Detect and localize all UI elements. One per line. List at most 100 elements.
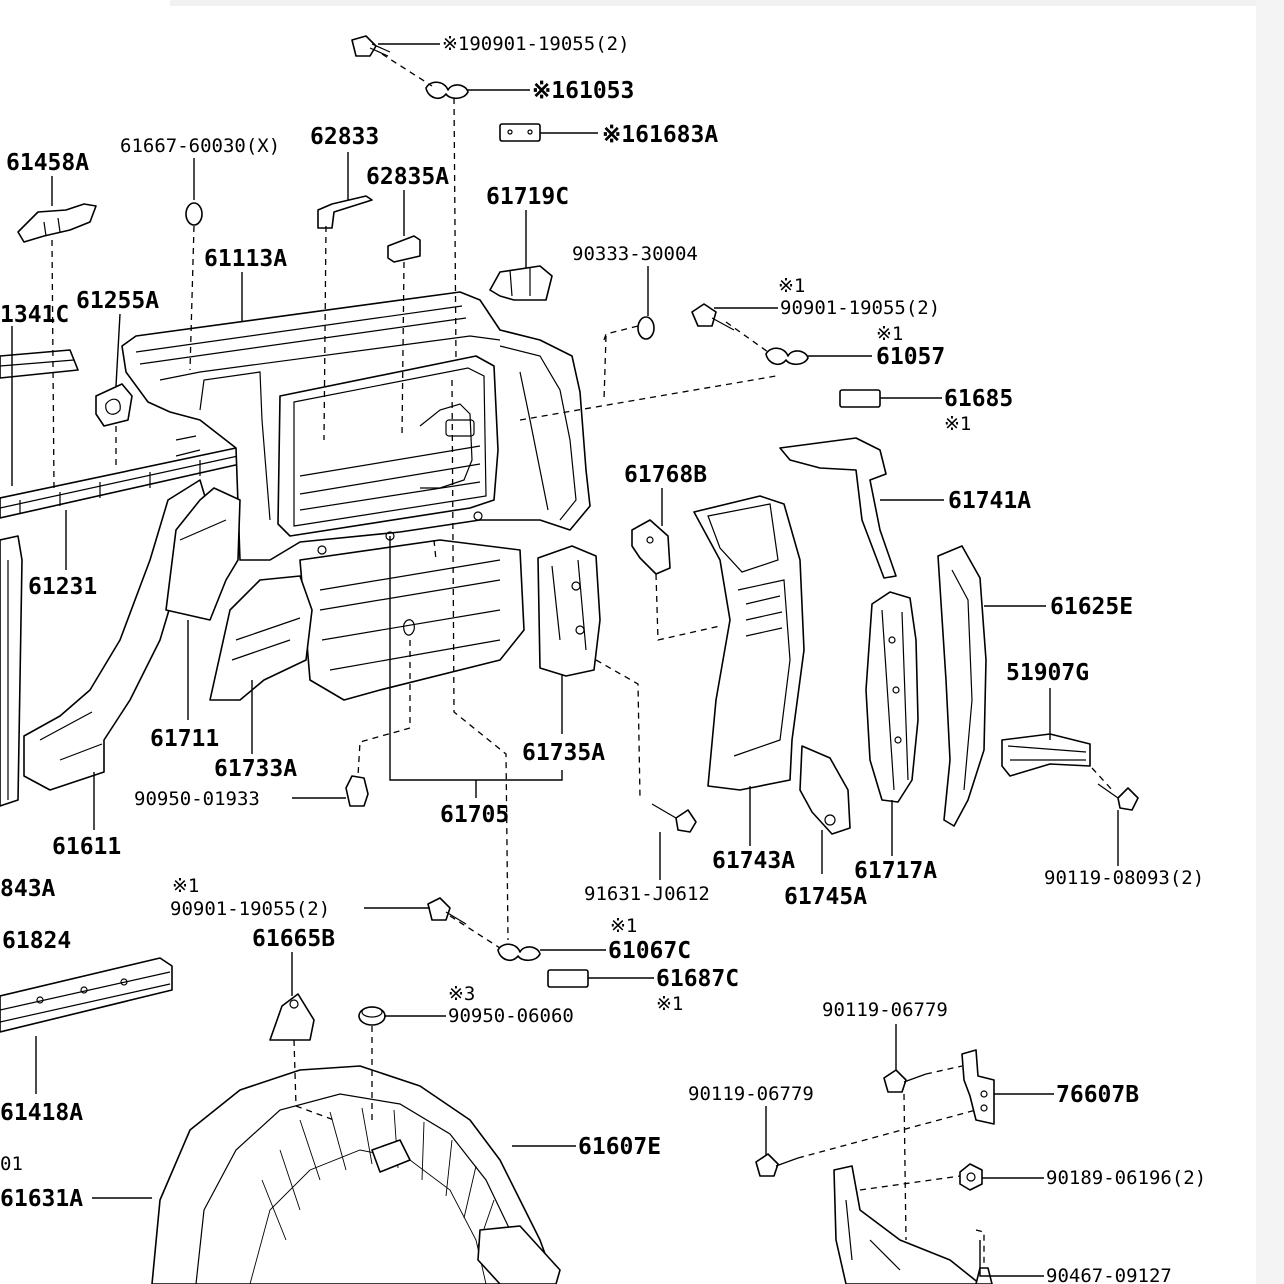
label-61733a: 61733A (214, 756, 297, 782)
label-61687c: 61687C (656, 966, 739, 992)
label-mark-1c: ※1 (944, 413, 971, 435)
floor-panel-61705-part (299, 539, 525, 701)
label-61705: 61705 (440, 802, 509, 828)
label-61685: 61685 (944, 386, 1013, 412)
clip-61057-part (765, 347, 809, 366)
bracket-51907g-part (1001, 733, 1091, 777)
bracket-61768b-part (631, 519, 671, 575)
label-61665b: 61665B (252, 926, 335, 952)
label-61418a: 61418A (0, 1100, 83, 1126)
pillar-61711-part (165, 487, 241, 621)
strip-62833-part (317, 195, 373, 229)
label-61741a: 61741A (948, 488, 1031, 514)
wheel-liner-61607e-part (151, 1065, 557, 1284)
label-61768b: 61768B (624, 462, 707, 488)
plug-90950-06060-part (358, 1006, 386, 1026)
bracket-61665b-part (269, 993, 315, 1041)
rail-61418a-part (0, 957, 173, 1033)
clip-61067c-part (497, 943, 541, 962)
label-61745a: 61745A (784, 884, 867, 910)
label-61667-60030: 61667-60030(X) (120, 135, 280, 157)
label-61231: 61231 (28, 574, 97, 600)
label-mark-3: ※3 (448, 983, 475, 1005)
label-mark-1a: ※1 (778, 275, 805, 297)
label-61824: 61824 (2, 928, 71, 954)
label-90901-19055-mid: 90901-19055(2) (780, 297, 940, 319)
inner-panel-61743a-part (693, 495, 805, 791)
label-61631a: 61631A (0, 1186, 83, 1212)
label-1341c: 1341C (0, 302, 69, 328)
label-61717a: 61717A (854, 858, 937, 884)
label-90901-19055-top: ※190901-19055(2) (442, 33, 630, 55)
strip-61741a-part (779, 437, 897, 579)
pad-61683a-part (499, 123, 541, 142)
label-90189-06196: 90189-06196(2) (1046, 1167, 1206, 1189)
label-90901-19055-low: 90901-19055(2) (170, 898, 330, 920)
label-61711: 61711 (150, 726, 219, 752)
pad-62835a-part (387, 235, 421, 263)
label-61611: 61611 (52, 834, 121, 860)
leader-lines (11, 43, 1119, 1277)
clip-61053-part (425, 81, 469, 100)
mud-flap-part (833, 1165, 981, 1284)
bolt-90119-06779-b-part (755, 1153, 799, 1177)
dashed-assembly-lines (51, 53, 1115, 1266)
label-mark-1f: ※1 (656, 993, 683, 1015)
plug-90333-part (637, 316, 655, 340)
label-90467-09127: 90467-09127 (1046, 1265, 1172, 1284)
label-76607b: 76607B (1056, 1082, 1139, 1108)
label-mark-1b: ※1 (876, 323, 903, 345)
label-61057: 61057 (876, 344, 945, 370)
pillar-61717a-part (865, 591, 919, 803)
label-01: 01 (0, 1153, 23, 1175)
pad-61687c-part (547, 969, 589, 988)
label-61625e: 61625E (1050, 594, 1133, 620)
label-61113a: 61113A (204, 246, 287, 272)
label-62833: 62833 (310, 124, 379, 150)
label-90950-01933: 90950-01933 (134, 788, 260, 810)
label-61719c: 61719C (486, 184, 569, 210)
bolt-91631-part (651, 803, 697, 833)
bracket-76607b-part (961, 1049, 995, 1125)
label-61067c: 61067C (608, 938, 691, 964)
parts-diagram: ※190901-19055(2) ※161053 ※161683A 61458A… (0, 33, 1206, 1284)
label-90119-06779-a: 90119-06779 (822, 999, 948, 1021)
label-61743a: 61743A (712, 848, 795, 874)
pillar-61733a-part (209, 575, 313, 701)
bracket-61458a-part (17, 203, 97, 243)
frame-right-band (1256, 0, 1284, 1284)
label-90119-08093: 90119-08093(2) (1044, 867, 1204, 889)
nut-90189-part (959, 1163, 983, 1191)
bolt-90901-top-part (351, 35, 391, 57)
label-51907g: 51907G (1006, 660, 1089, 686)
frame-top-band (170, 0, 1260, 6)
bracket-61255a-part (95, 383, 133, 427)
label-91631-j0612: 91631-J0612 (584, 883, 710, 905)
label-90950-06060: 90950-06060 (448, 1005, 574, 1027)
grommet-61667-part (185, 202, 203, 226)
label-62835a: 62835A (366, 164, 449, 190)
label-90333-30004: 90333-30004 (572, 243, 698, 265)
label-mark-1e: ※1 (610, 915, 637, 937)
label-90119-06779-b: 90119-06779 (688, 1083, 814, 1105)
label-61255a: 61255A (76, 288, 159, 314)
label-61053: ※161053 (532, 78, 634, 104)
plug-90950-01933-part (345, 775, 369, 807)
side-panel-61113a-part (121, 291, 591, 561)
part-labels: ※190901-19055(2) ※161053 ※161683A 61458A… (0, 33, 1206, 1284)
pillar-61625e-part (937, 545, 987, 827)
label-mark-1d: ※1 (172, 875, 199, 897)
label-61683a: ※161683A (602, 122, 718, 148)
label-61607e: 61607E (578, 1134, 661, 1160)
bolt-90119-06779-a-part (883, 1069, 927, 1093)
bolt-90901-mid-part (691, 303, 735, 331)
label-61735a: 61735A (522, 740, 605, 766)
bolt-90901-low-part (427, 897, 467, 925)
bolt-90119-08093-part (1097, 783, 1139, 811)
bracket-61719c-part (489, 265, 553, 301)
label-61458a: 61458A (6, 150, 89, 176)
mud-guard-part (477, 1225, 561, 1284)
pad-61685-part (839, 389, 881, 408)
label-843a: 843A (0, 876, 56, 902)
bracket-61745a-part (799, 745, 851, 835)
